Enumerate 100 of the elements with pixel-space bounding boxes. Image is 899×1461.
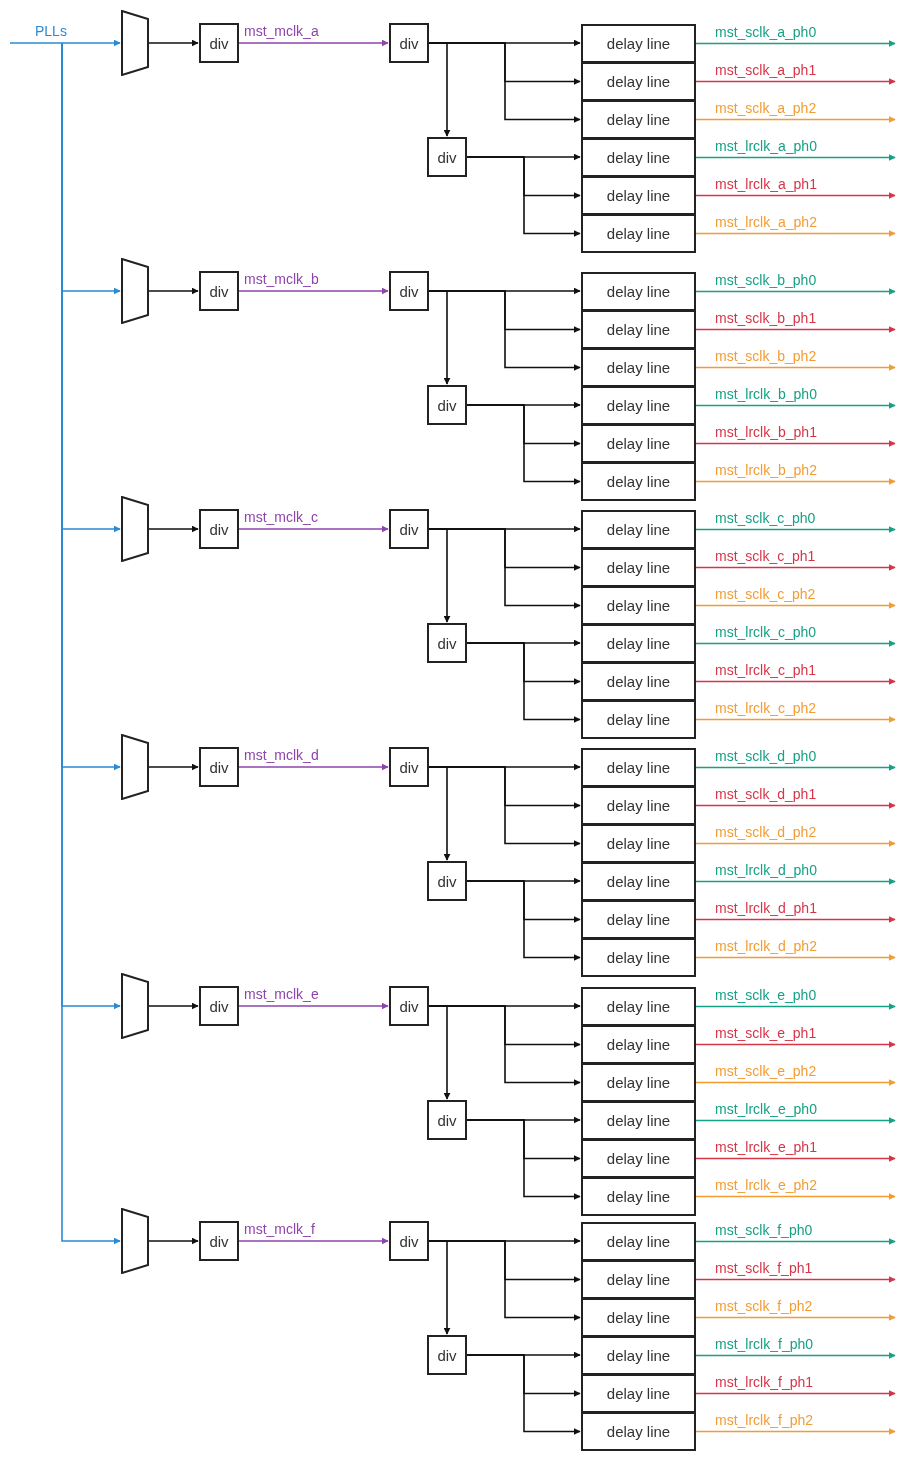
edge-label: mst_sclk_c_ph0 (714, 510, 817, 525)
edge-label: mst_sclk_c_ph2 (714, 586, 817, 601)
arrow (695, 716, 896, 723)
edge-label: mst_sclk_b_ph2 (714, 348, 818, 363)
arrow (695, 440, 896, 447)
edge-label: mst_lrclk_c_ph1 (714, 662, 818, 677)
arrow (695, 640, 896, 647)
arrow (238, 525, 389, 533)
edge-label: mst_lrclk_a_ph2 (714, 214, 818, 229)
arrow (695, 1352, 896, 1359)
arrow (148, 763, 199, 771)
arrow (466, 642, 581, 723)
multiplexer-shape (121, 258, 149, 324)
edge-label: mst_sclk_b_ph1 (714, 310, 818, 325)
arrow (695, 478, 896, 485)
edge-label: mst_lrclk_a_ph1 (714, 176, 818, 191)
edge-label: mst_lrclk_f_ph2 (714, 1412, 815, 1427)
arrow (428, 528, 581, 609)
edge-label: mst_mclk_c (243, 510, 319, 524)
arrow (695, 1079, 896, 1086)
arrow (695, 1193, 896, 1200)
edge-label: mst_lrclk_f_ph0 (714, 1336, 815, 1351)
arrow (695, 154, 896, 161)
edge-label: mst_lrclk_b_ph1 (714, 424, 818, 439)
edge-label: mst_sclk_e_ph0 (714, 987, 818, 1002)
arrow (695, 326, 896, 333)
edge-label: mst_lrclk_d_ph2 (714, 938, 818, 953)
arrow (695, 40, 896, 47)
edge-label: mst_sclk_f_ph1 (714, 1260, 814, 1275)
arrow (695, 526, 896, 533)
edge-label: mst_sclk_b_ph0 (714, 272, 818, 287)
edge-label: mst_sclk_d_ph0 (714, 748, 818, 763)
arrow (466, 156, 581, 237)
multiplexer-shape (121, 10, 149, 76)
arrow (695, 1390, 896, 1397)
edge-label: mst_lrclk_d_ph1 (714, 900, 818, 915)
arrow (695, 878, 896, 885)
edge-label: mst_lrclk_e_ph0 (714, 1101, 818, 1116)
arrow (695, 1117, 896, 1124)
arrow (148, 39, 199, 47)
arrow (238, 287, 389, 295)
arrow (695, 1314, 896, 1321)
edge-label: mst_lrclk_e_ph2 (714, 1177, 818, 1192)
edge-label: mst_sclk_f_ph2 (714, 1298, 814, 1313)
arrow (428, 290, 581, 371)
multiplexer-shape (121, 973, 149, 1039)
arrow (428, 766, 581, 847)
arrow (695, 192, 896, 199)
arrow (9, 39, 121, 47)
arrow (695, 602, 896, 609)
arrow (695, 402, 896, 409)
arrow (695, 1155, 896, 1162)
edge-label: mst_lrclk_f_ph1 (714, 1374, 815, 1389)
arrow (695, 1003, 896, 1010)
arrow (695, 1041, 896, 1048)
arrow (466, 1119, 581, 1200)
arrow (428, 42, 581, 123)
arrow (466, 1354, 581, 1435)
edge-label: mst_lrclk_e_ph1 (714, 1139, 818, 1154)
edge-label: mst_sclk_d_ph2 (714, 824, 818, 839)
arrow (695, 116, 896, 123)
arrow (61, 42, 121, 1245)
multiplexer-shape (121, 734, 149, 800)
arrow (695, 916, 896, 923)
edge-label: mst_lrclk_b_ph2 (714, 462, 818, 477)
edge-label: mst_sclk_d_ph1 (714, 786, 818, 801)
edge-label: mst_mclk_b (243, 272, 320, 286)
edge-label: mst_lrclk_c_ph0 (714, 624, 818, 639)
arrow (695, 78, 896, 85)
arrow (695, 954, 896, 961)
edge-label: mst_lrclk_a_ph0 (714, 138, 818, 153)
edge-label: PLLs (34, 24, 68, 38)
edge-label: mst_sclk_e_ph2 (714, 1063, 818, 1078)
arrow (695, 1428, 896, 1435)
arrow (695, 364, 896, 371)
arrow (466, 404, 581, 485)
edge-label: mst_sclk_a_ph0 (714, 24, 818, 39)
arrow (695, 840, 896, 847)
edge-label: mst_mclk_a (243, 24, 320, 38)
arrow (238, 1237, 389, 1245)
arrow (148, 525, 199, 533)
arrow (695, 678, 896, 685)
arrow (428, 1240, 581, 1321)
arrow (148, 287, 199, 295)
arrow (238, 1002, 389, 1010)
arrow (695, 230, 896, 237)
arrow (148, 1002, 199, 1010)
multiplexer-shape (121, 1208, 149, 1274)
edge-label: mst_sclk_a_ph1 (714, 62, 818, 77)
arrow (695, 564, 896, 571)
multiplexer-shape (121, 496, 149, 562)
edge-label: mst_mclk_f (243, 1222, 316, 1236)
arrow (695, 802, 896, 809)
edge-label: mst_mclk_e (243, 987, 320, 1001)
arrow (695, 1238, 896, 1245)
edge-label: mst_lrclk_c_ph2 (714, 700, 818, 715)
arrow (238, 39, 389, 47)
arrow (695, 764, 896, 771)
edge-label: mst_lrclk_d_ph0 (714, 862, 818, 877)
edge-label: mst_lrclk_b_ph0 (714, 386, 818, 401)
